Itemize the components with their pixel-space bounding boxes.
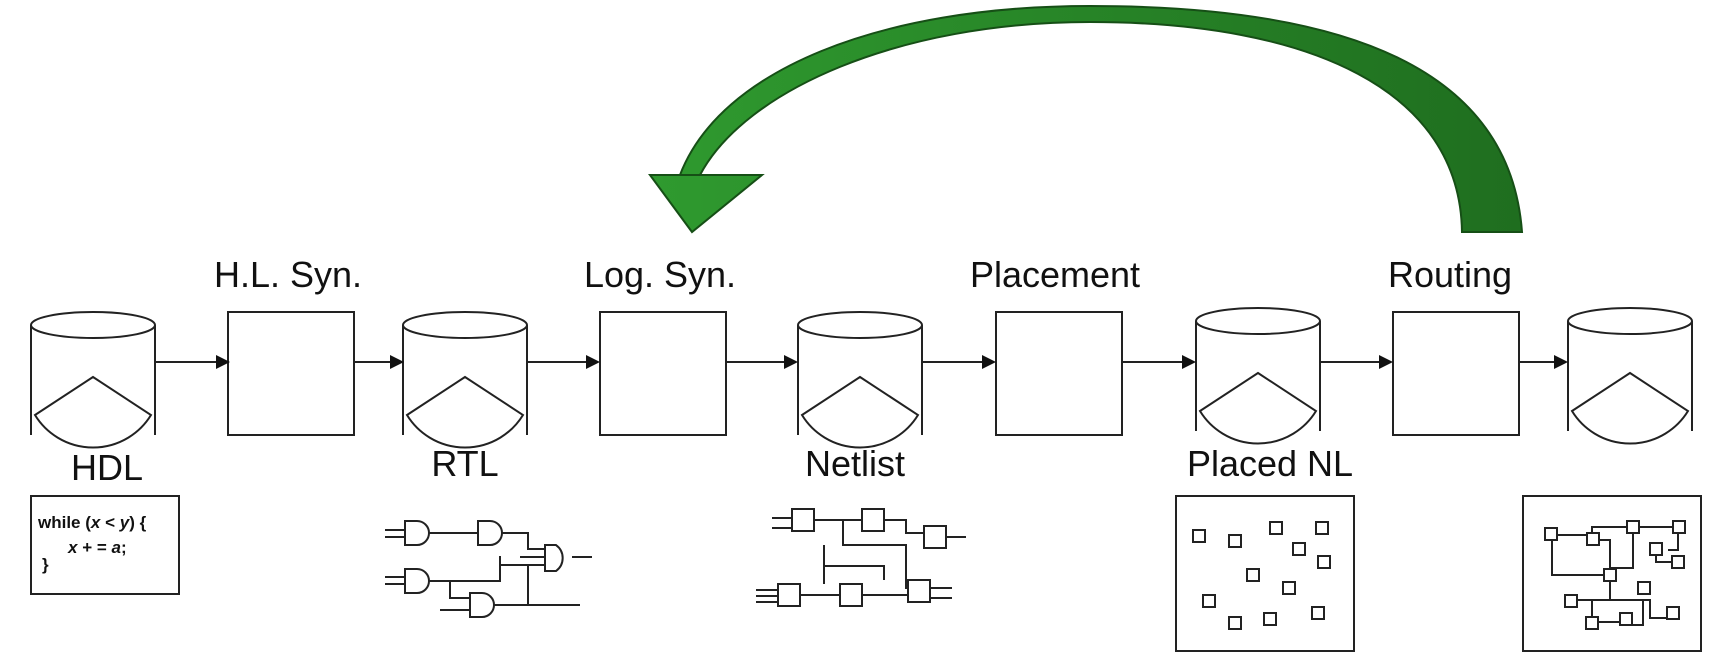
data-store-netlist bbox=[797, 311, 923, 449]
stage-label-routing: Routing bbox=[1388, 254, 1512, 295]
data-store-placed-nl bbox=[1195, 307, 1321, 445]
stage-box-hl-syn bbox=[227, 311, 355, 436]
stage-label-log-syn: Log. Syn. bbox=[584, 254, 736, 295]
data-label-hdl: HDL bbox=[71, 447, 143, 488]
routed-illustration bbox=[1522, 495, 1702, 652]
placed-nl-illustration bbox=[1175, 495, 1355, 652]
data-store-routed bbox=[1567, 307, 1693, 445]
data-store-rtl bbox=[402, 311, 528, 449]
data-store-hdl bbox=[30, 311, 156, 449]
stage-label-placement: Placement bbox=[970, 254, 1140, 295]
feedback-arrow bbox=[648, 4, 1524, 234]
data-label-placed-nl: Placed NL bbox=[1187, 443, 1353, 484]
svg-text:while (x < y) {: while (x < y) { bbox=[37, 513, 147, 532]
netlist-illustration bbox=[756, 508, 966, 607]
rtl-gates-illustration bbox=[385, 520, 592, 618]
stage-box-placement bbox=[995, 311, 1123, 436]
stage-box-routing bbox=[1392, 311, 1520, 436]
hdl-code-box: while (x < y) { x + = a; } bbox=[30, 495, 180, 595]
svg-text:}: } bbox=[42, 555, 49, 574]
flow-arrows bbox=[155, 355, 1568, 369]
data-label-rtl: RTL bbox=[431, 443, 498, 484]
stage-label-hl-syn: H.L. Syn. bbox=[214, 254, 362, 295]
stage-box-log-syn bbox=[599, 311, 727, 436]
svg-text:x + = a;: x + = a; bbox=[67, 538, 127, 557]
data-label-netlist: Netlist bbox=[805, 443, 905, 484]
